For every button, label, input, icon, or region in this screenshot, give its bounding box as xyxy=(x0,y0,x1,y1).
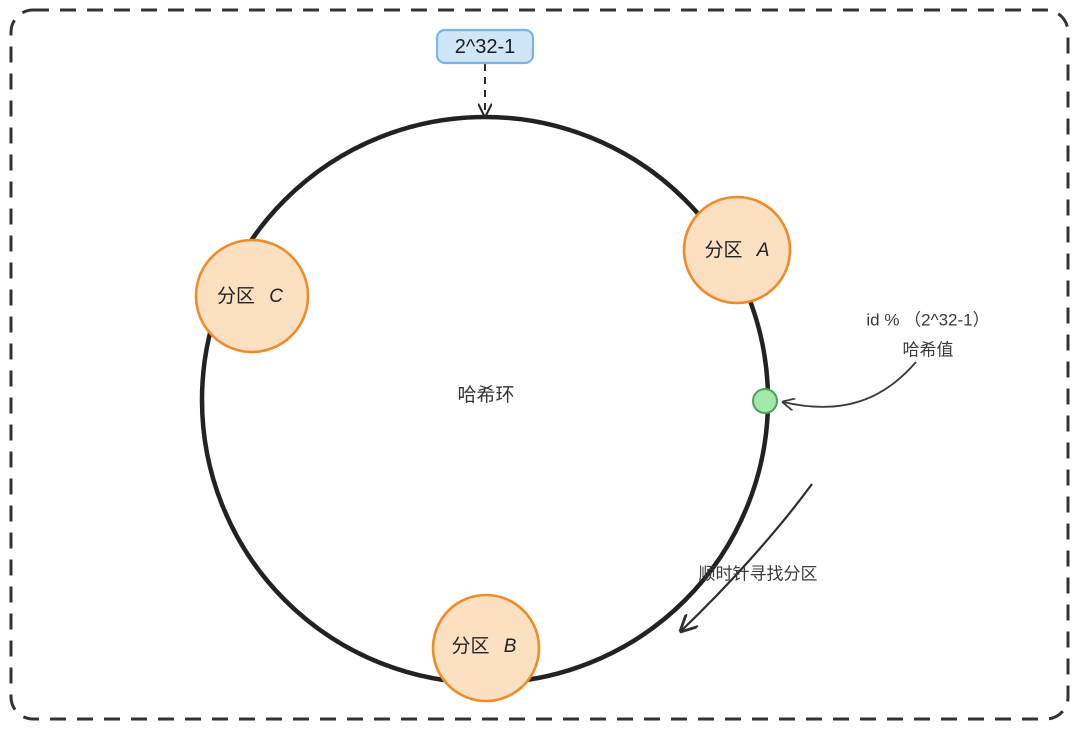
partition-node-a-label-cn: 分区 xyxy=(705,239,743,261)
partition-node-b-label: 分区 B xyxy=(452,635,517,657)
partition-node-b-label-cn: 分区 xyxy=(452,635,490,657)
hash-value-annotation-line1: id % （2^32-1） xyxy=(866,310,989,329)
partition-node-b-label-id: B xyxy=(504,636,517,657)
partition-node-a-label-id: A xyxy=(756,240,770,261)
partition-node-a[interactable] xyxy=(682,195,792,305)
max-hash-value-label: 2^32-1 xyxy=(455,36,516,58)
ring-center-label: 哈希环 xyxy=(457,384,514,406)
hash-value-annotation-line2: 哈希值 xyxy=(903,340,954,359)
hash-value-leader-line xyxy=(783,361,917,407)
partition-node-c-label-id: C xyxy=(269,286,283,307)
hash-value-point[interactable] xyxy=(752,388,778,414)
partition-node-c-label: 分区 C xyxy=(217,285,283,307)
partition-node-a-label: 分区 A xyxy=(705,239,770,261)
clockwise-direction-arrow xyxy=(681,483,813,631)
partition-node-c-label-cn: 分区 xyxy=(217,285,255,307)
max-hash-value-box xyxy=(435,28,535,65)
clockwise-search-label: 顺时针寻找分区 xyxy=(699,564,818,583)
partition-node-b[interactable] xyxy=(431,593,541,703)
dashed-frame xyxy=(9,8,1070,721)
partition-node-c[interactable] xyxy=(194,238,310,354)
